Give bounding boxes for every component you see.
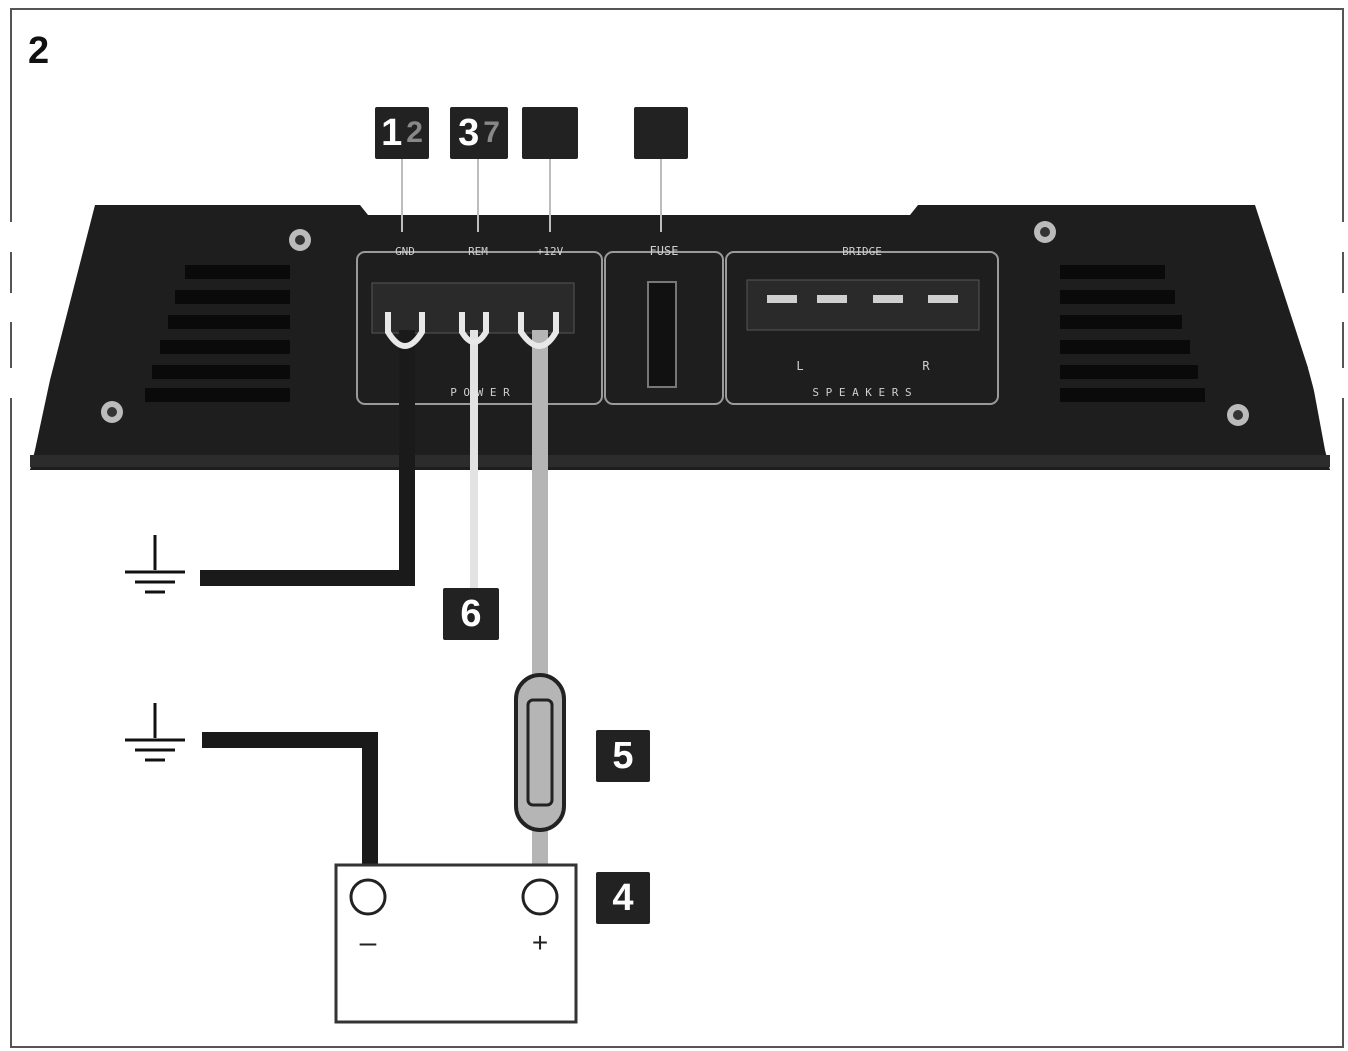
ground-symbol-icon bbox=[125, 535, 185, 594]
ring-terminal-icons bbox=[385, 312, 559, 349]
fuse-label: FUSE bbox=[650, 244, 679, 258]
callout-4: 4 bbox=[596, 872, 650, 924]
screw-icons bbox=[101, 221, 1249, 426]
battery-plus-label: + bbox=[532, 927, 548, 958]
callout-leader-lines bbox=[401, 158, 662, 232]
terminal-panels bbox=[356, 251, 999, 405]
battery-positive-terminal bbox=[521, 878, 559, 916]
bridge-label: BRIDGE bbox=[842, 245, 882, 258]
heatsink-fins-right bbox=[1272, 222, 1348, 398]
plus12v-label: +12V bbox=[537, 245, 564, 258]
callout-6: 6 bbox=[443, 588, 499, 640]
amp-fuse-icon bbox=[647, 281, 677, 388]
callout-blank-a bbox=[522, 107, 578, 159]
speakers-label: S P E A K E R S bbox=[812, 386, 911, 399]
battery-negative-terminal bbox=[349, 878, 387, 916]
gnd-label: GND bbox=[395, 245, 415, 258]
ground-symbol-icon-battery bbox=[125, 703, 185, 762]
speaker-terminal-icons bbox=[767, 295, 958, 303]
speaker-r-label: R bbox=[922, 359, 930, 373]
battery-ground-wire bbox=[202, 732, 378, 885]
power-label: P O W E R bbox=[450, 386, 510, 399]
heatsink-fins-left bbox=[0, 222, 78, 398]
battery-minus-label: – bbox=[360, 926, 377, 959]
amp-ground-wire bbox=[200, 330, 415, 586]
callout-5: 5 bbox=[596, 730, 650, 782]
speaker-l-label: L bbox=[796, 359, 803, 373]
vents-left bbox=[145, 265, 290, 402]
callout-blank-b bbox=[634, 107, 688, 159]
amplifier: GND REM +12V FUSE BRIDGE P O W E R S P E… bbox=[0, 205, 1348, 470]
figure-frame bbox=[10, 8, 1344, 1048]
figure-number: 2 bbox=[28, 30, 50, 72]
rem-label: REM bbox=[468, 245, 488, 258]
vents-right bbox=[1060, 265, 1205, 402]
